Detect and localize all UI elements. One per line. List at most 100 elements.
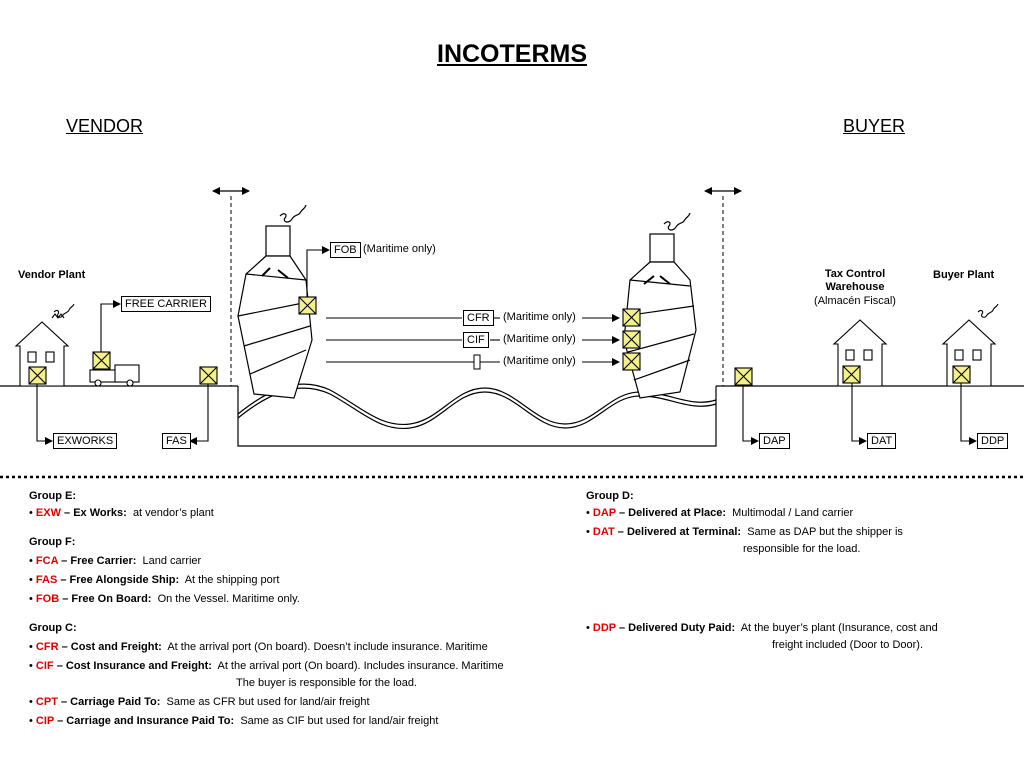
- sea-basin: [237, 386, 717, 447]
- term-cif-desc2: The buyer is responsible for the load.: [236, 677, 417, 689]
- term-name: – Free Carrier:: [58, 555, 137, 567]
- group-d-ddp: • DDP – Delivered Duty Paid: At the buye…: [586, 620, 938, 654]
- term-name: – Delivered Duty Paid:: [615, 622, 736, 634]
- cargo-box-fca: [92, 351, 111, 370]
- fob-arrow: [306, 246, 330, 297]
- term-desc: At the arrival port (On board). Doesn’t …: [167, 641, 488, 653]
- buyer-label: BUYER: [843, 116, 906, 136]
- group-c: Group C: • CFR – Cost and Freight: At th…: [29, 620, 504, 730]
- fas-box: FAS: [162, 433, 191, 449]
- term-ddp: • DDP – Delivered Duty Paid: At the buye…: [586, 622, 938, 634]
- term-desc: Same as CIF but used for land/air freigh…: [240, 715, 439, 727]
- group-f-heading: Group F:: [29, 536, 76, 548]
- term-code: FOB: [35, 593, 60, 605]
- term-ddp-desc2: freight included (Door to Door).: [772, 639, 924, 651]
- cfr-box: CFR: [463, 310, 494, 326]
- buyer-ship: [623, 212, 697, 399]
- vendor-ship: [237, 204, 313, 399]
- term-dap: • DAP – Delivered at Place: Multimodal /…: [586, 507, 854, 519]
- cargo-box-ddp: [952, 365, 971, 384]
- fas-arrow: [189, 384, 209, 445]
- ddp-arrow: [960, 383, 977, 445]
- cargo-box-ship-buyer: [622, 352, 641, 371]
- term-desc: On the Vessel. Maritime only.: [157, 593, 300, 605]
- buyer-plant-label: Buyer Plant: [933, 269, 995, 281]
- group-d: Group D: • DAP – Delivered at Place: Mul…: [586, 488, 903, 558]
- term-desc: At the buyer’s plant (Insurance, cost an…: [740, 622, 938, 634]
- term-desc: Land carrier: [142, 555, 202, 567]
- term-desc: at vendor’s plant: [132, 507, 214, 519]
- term-name: – Cost Insurance and Freight:: [53, 660, 212, 672]
- ddp-box: DDP: [977, 433, 1009, 449]
- term-name: – Free Alongside Ship:: [57, 574, 180, 586]
- warehouse-label: Warehouse: [825, 281, 885, 293]
- cargo-box-cfr: [622, 308, 641, 327]
- term-code: FAS: [35, 574, 58, 586]
- term-cif: • CIF – Cost Insurance and Freight: At t…: [29, 660, 504, 672]
- page-title: INCOTERMS: [437, 40, 587, 68]
- term-code: CIP: [35, 715, 55, 727]
- term-desc: At the arrival port (On board). Includes…: [217, 660, 504, 672]
- group-c-heading: Group C:: [29, 622, 77, 634]
- term-name: – Carriage Paid To:: [57, 696, 161, 708]
- term-code: EXW: [35, 507, 61, 519]
- term-code: CPT: [35, 696, 58, 708]
- term-fob: • FOB – Free On Board: On the Vessel. Ma…: [29, 593, 300, 605]
- term-exw: • EXW – Ex Works: at vendor’s plant: [29, 507, 214, 519]
- group-e-heading: Group E:: [29, 490, 77, 502]
- cargo-box-dap: [734, 367, 753, 386]
- truck: [89, 364, 140, 387]
- term-name: – Cost and Freight:: [58, 641, 162, 653]
- term-name: – Carriage and Insurance Paid To:: [54, 715, 235, 727]
- dat-box: DAT: [867, 433, 897, 449]
- maritime-note: (Maritime only): [503, 355, 576, 367]
- term-desc: Multimodal / Land carrier: [732, 507, 854, 519]
- term-name: – Ex Works:: [60, 507, 127, 519]
- term-cip: • CIP – Carriage and Insurance Paid To: …: [29, 715, 439, 727]
- cfr-maritime-note: (Maritime only): [503, 311, 576, 323]
- term-code: DAT: [592, 526, 615, 538]
- term-name: – Free On Board:: [59, 593, 152, 605]
- cargo-box-dat: [842, 365, 861, 384]
- group-f: Group F: • FCA – Free Carrier: Land carr…: [29, 534, 300, 608]
- term-desc: Same as CFR but used for land/air freigh…: [166, 696, 370, 708]
- dat-arrow: [851, 383, 867, 445]
- vendor-label: VENDOR: [66, 116, 144, 136]
- term-fas: • FAS – Free Alongside Ship: At the ship…: [29, 574, 280, 586]
- free-carrier-arrow: [100, 300, 121, 352]
- term-code: CIF: [35, 660, 54, 672]
- term-name: – Delivered at Place:: [615, 507, 727, 519]
- cif-maritime-note: (Maritime only): [503, 333, 576, 345]
- term-desc: Same as DAP but the shipper is: [747, 526, 903, 538]
- term-name: – Delivered at Terminal:: [614, 526, 742, 538]
- group-d-heading: Group D:: [586, 490, 634, 502]
- dap-arrow: [742, 385, 759, 445]
- fob-maritime-note: (Maritime only): [363, 243, 436, 255]
- tax-control-label: Tax Control: [824, 268, 886, 280]
- cargo-box-fas: [199, 366, 218, 385]
- cargo-box-fob: [298, 296, 317, 315]
- maritime-line-marker: [473, 354, 481, 370]
- free-carrier-box: FREE CARRIER: [121, 296, 211, 312]
- term-code: CFR: [35, 641, 59, 653]
- almacen-fiscal-label: (Almacén Fiscal): [814, 295, 896, 307]
- term-code: DAP: [592, 507, 616, 519]
- term-cpt: • CPT – Carriage Paid To: Same as CFR bu…: [29, 696, 370, 708]
- exworks-arrow: [36, 384, 53, 445]
- term-fca: • FCA – Free Carrier: Land carrier: [29, 555, 202, 567]
- term-code: DDP: [592, 622, 616, 634]
- term-dat-desc2: responsible for the load.: [743, 543, 861, 555]
- group-e: Group E: • EXW – Ex Works: at vendor’s p…: [29, 488, 214, 522]
- dap-box: DAP: [759, 433, 790, 449]
- term-dat: • DAT – Delivered at Terminal: Same as D…: [586, 526, 903, 538]
- exworks-box: EXWORKS: [53, 433, 118, 449]
- cargo-box-cif: [622, 330, 641, 349]
- term-cfr: • CFR – Cost and Freight: At the arrival…: [29, 641, 488, 653]
- cargo-box-exw: [28, 366, 47, 385]
- vendor-plant-label: Vendor Plant: [18, 269, 86, 281]
- term-code: FCA: [35, 555, 59, 567]
- cif-box: CIF: [463, 332, 489, 348]
- term-desc: At the shipping port: [184, 574, 280, 586]
- fob-box: FOB: [330, 242, 361, 258]
